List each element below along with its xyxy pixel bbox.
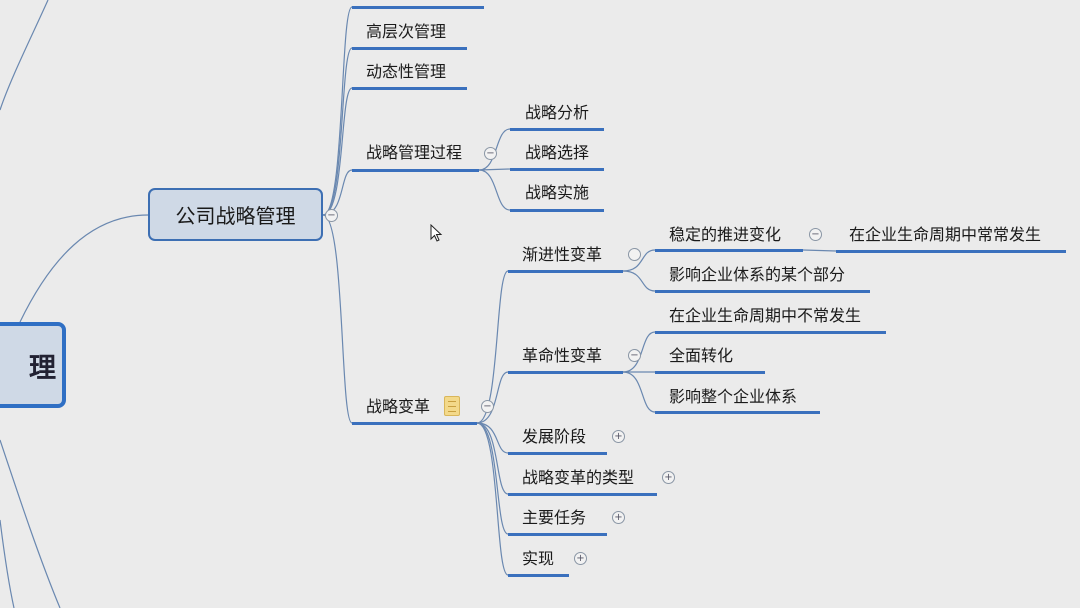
node-underline bbox=[508, 371, 623, 374]
node-realize[interactable]: 实现 bbox=[522, 549, 555, 568]
node-often[interactable]: 在企业生命周期中常常发生 bbox=[849, 225, 1042, 244]
collapse-toggle[interactable] bbox=[628, 248, 641, 261]
expand-toggle[interactable]: + bbox=[612, 511, 625, 524]
node-underline bbox=[352, 169, 479, 172]
collapse-toggle[interactable]: − bbox=[481, 400, 494, 413]
node-stable[interactable]: 稳定的推进变化 bbox=[669, 225, 782, 244]
root-topic[interactable]: 理 bbox=[0, 322, 66, 408]
node-revolution[interactable]: 革命性变革 bbox=[522, 346, 603, 365]
node-underline bbox=[352, 47, 467, 50]
node-underline bbox=[510, 209, 604, 212]
node-strategic-change[interactable]: 战略变革 bbox=[366, 397, 431, 416]
root-topic-label: 理 bbox=[29, 352, 56, 384]
node-tasks[interactable]: 主要任务 bbox=[522, 508, 587, 527]
node-underline bbox=[352, 6, 484, 9]
main-topic[interactable]: 公司战略管理 bbox=[148, 188, 323, 241]
node-implementation[interactable]: 战略实施 bbox=[525, 183, 590, 202]
node-underline bbox=[508, 452, 607, 455]
node-underline bbox=[508, 533, 607, 536]
node-whole[interactable]: 影响整个企业体系 bbox=[669, 387, 798, 406]
expand-toggle[interactable]: + bbox=[612, 430, 625, 443]
node-underline bbox=[508, 493, 657, 496]
note-icon[interactable] bbox=[444, 396, 460, 416]
node-transform[interactable]: 全面转化 bbox=[669, 346, 734, 365]
node-choice[interactable]: 战略选择 bbox=[525, 143, 590, 162]
node-underline bbox=[836, 250, 1066, 253]
node-types[interactable]: 战略变革的类型 bbox=[522, 468, 635, 487]
node-rare[interactable]: 在企业生命周期中不常发生 bbox=[669, 306, 862, 325]
node-underline bbox=[352, 87, 467, 90]
node-underline bbox=[508, 270, 623, 273]
node-analysis[interactable]: 战略分析 bbox=[525, 103, 590, 122]
node-underline bbox=[655, 249, 803, 252]
node-underline bbox=[510, 168, 604, 171]
node-underline bbox=[655, 290, 870, 293]
node-underline bbox=[352, 422, 477, 425]
collapse-toggle[interactable]: − bbox=[325, 209, 338, 222]
node-underline bbox=[508, 574, 569, 577]
expand-toggle[interactable]: + bbox=[574, 552, 587, 565]
node-underline bbox=[655, 371, 765, 374]
node-dynamic[interactable]: 动态性管理 bbox=[366, 62, 447, 81]
expand-toggle[interactable]: + bbox=[662, 471, 675, 484]
node-underline bbox=[510, 128, 604, 131]
collapse-toggle[interactable]: − bbox=[628, 349, 641, 362]
collapse-toggle[interactable]: − bbox=[484, 147, 497, 160]
collapse-toggle[interactable]: − bbox=[809, 228, 822, 241]
node-underline bbox=[655, 411, 820, 414]
main-topic-label: 公司战略管理 bbox=[175, 204, 296, 228]
node-high-level[interactable]: 高层次管理 bbox=[366, 22, 447, 41]
node-process[interactable]: 战略管理过程 bbox=[366, 143, 463, 162]
node-stages[interactable]: 发展阶段 bbox=[522, 427, 587, 446]
node-partial[interactable]: 影响企业体系的某个部分 bbox=[669, 265, 846, 284]
node-gradual[interactable]: 渐进性变革 bbox=[522, 245, 603, 264]
mouse-cursor-icon bbox=[430, 224, 443, 242]
node-underline bbox=[655, 331, 886, 334]
